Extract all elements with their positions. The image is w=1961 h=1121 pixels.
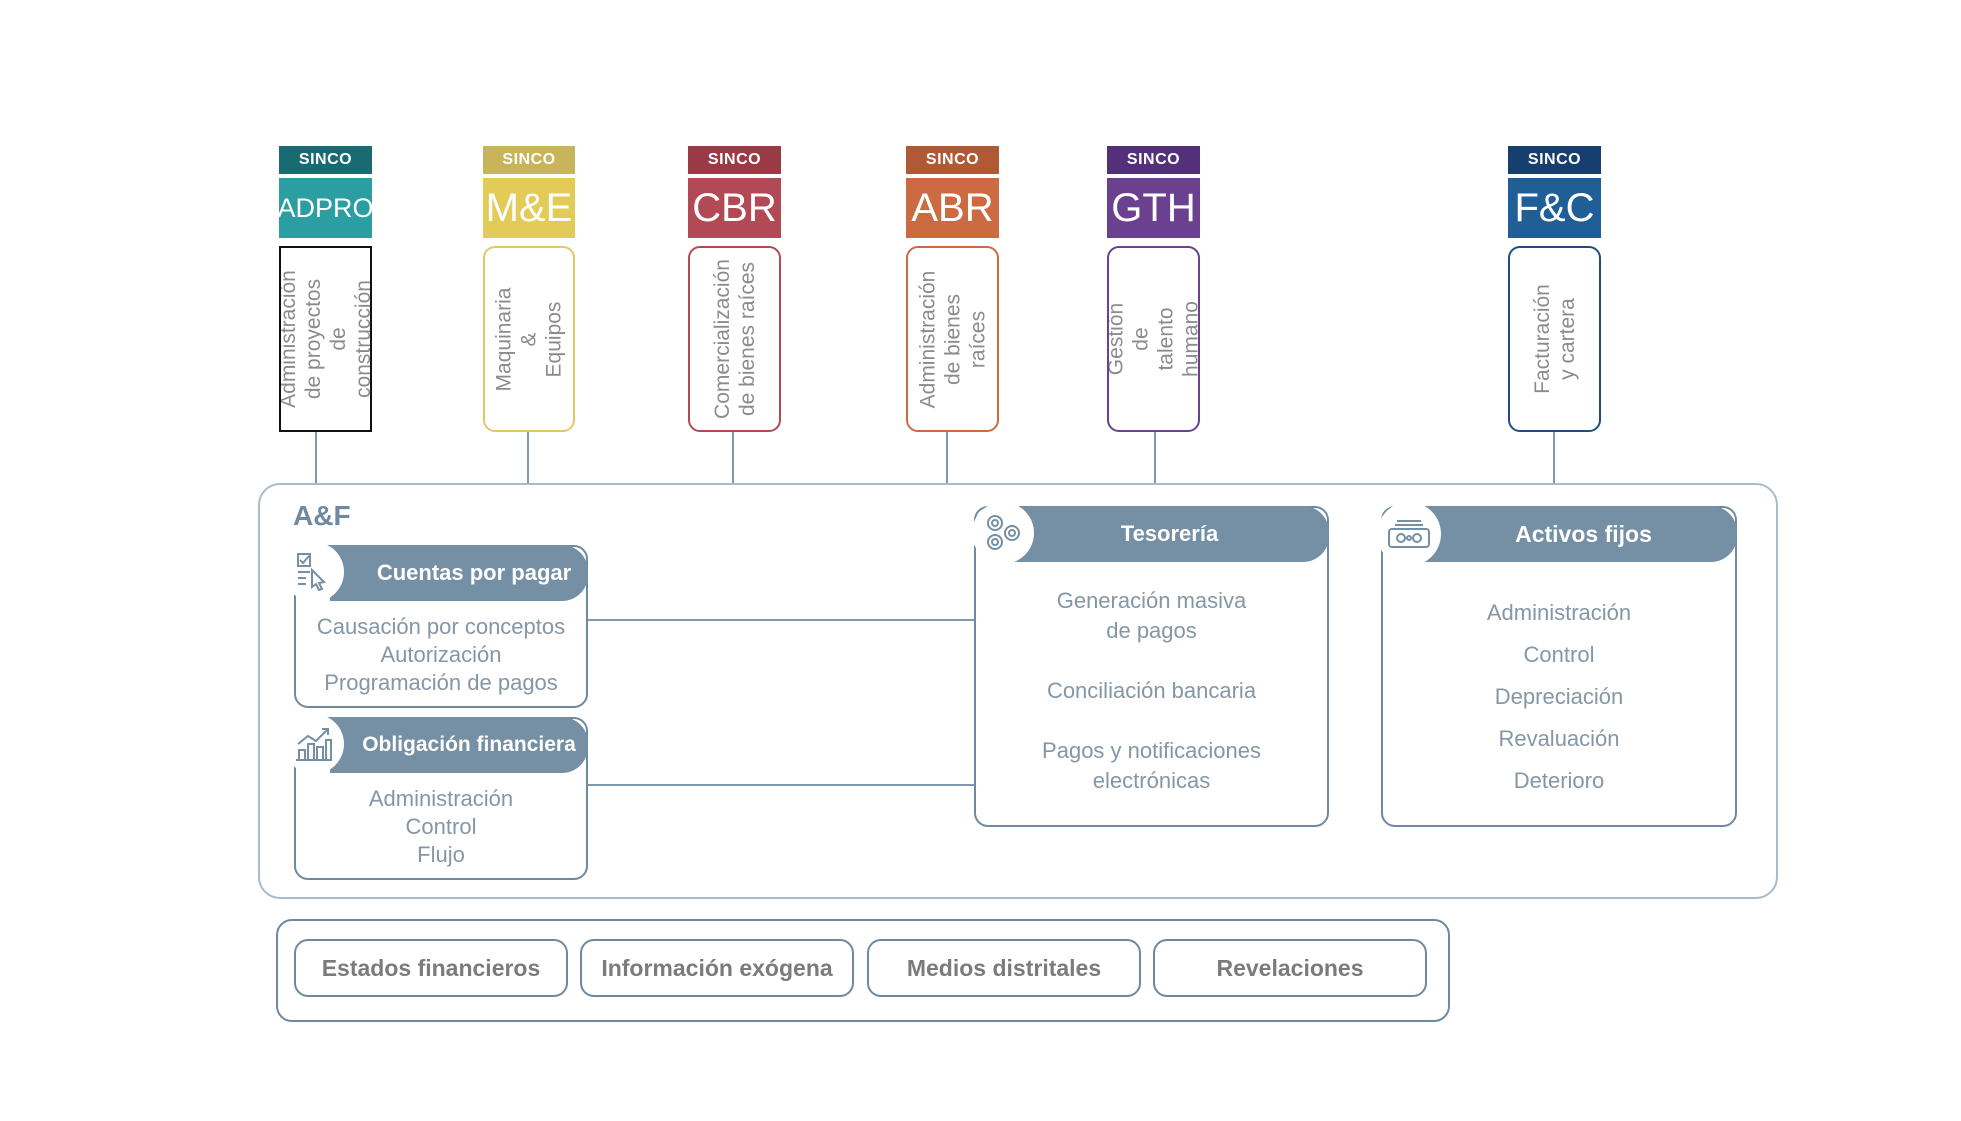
module-fc-brand: SINCO — [1508, 146, 1601, 174]
cuentas-line: Programación de pagos — [324, 670, 558, 695]
activos-line: Deterioro — [1513, 768, 1605, 793]
module-gth-brand: SINCO — [1107, 146, 1200, 174]
activos-line: Depreciación — [1494, 684, 1624, 709]
module-me-brand: SINCO — [483, 146, 575, 174]
tesoreria-line: de pagos — [1106, 618, 1197, 643]
module-gth-description: Gestión de talento humano — [1107, 246, 1200, 432]
connector-obligacion-tesoreria — [586, 784, 976, 786]
module-description-text: Administración de bienes raíces — [916, 270, 990, 408]
cuentas-line: Autorización — [380, 642, 502, 667]
obligacion-title: Obligación financiera — [362, 733, 576, 756]
tesoreria-line: Generación masiva — [1056, 588, 1247, 613]
module-fc-code: F&C — [1508, 178, 1601, 238]
activos-line: Revaluación — [1498, 726, 1620, 751]
connector-cuentas-tesoreria — [586, 619, 976, 621]
cuentas-title: Cuentas por pagar — [376, 560, 572, 585]
tesoreria-title: Tesorería — [1120, 521, 1219, 546]
report-informacion-exogena[interactable]: Información exógena — [580, 939, 854, 997]
cuentas-line: Causación por conceptos — [316, 614, 566, 639]
module-abr-code: ABR — [906, 178, 999, 238]
activos-line: Administración — [1486, 600, 1632, 625]
module-description-text: Administración de proyectos de construcc… — [279, 270, 372, 408]
module-adpro-description: Administración de proyectos de construcc… — [279, 246, 372, 432]
cash-register-icon — [1377, 502, 1441, 566]
cuentas-por-pagar-header: Cuentas por pagar — [330, 545, 588, 601]
tesoreria-header: Tesorería — [1010, 506, 1329, 562]
module-description-text: Maquinaria & Equipos — [492, 287, 566, 391]
module-adpro-code: ADPRO — [277, 178, 374, 238]
report-medios-distritales[interactable]: Medios distritales — [867, 939, 1141, 997]
module-fc-description: Facturación y cartera — [1508, 246, 1601, 432]
activos-line: Control — [1523, 642, 1595, 667]
activos-title: Activos fijos — [1515, 520, 1652, 547]
module-description-text: Comercialización de bienes raíces — [710, 259, 759, 419]
module-adpro-brand: SINCO — [279, 146, 372, 174]
obligacion-line: Administración — [368, 786, 514, 811]
module-gth-code: GTH — [1107, 178, 1200, 238]
bar-chart-growth-icon — [284, 714, 344, 774]
tesoreria-line: Pagos y notificaciones — [1042, 738, 1261, 763]
module-abr-description: Administración de bienes raíces — [906, 246, 999, 432]
module-abr-brand: SINCO — [906, 146, 999, 174]
tesoreria-line: electrónicas — [1092, 768, 1211, 793]
module-cbr-description: Comercialización de bienes raíces — [688, 246, 781, 432]
module-cbr-code: CBR — [688, 178, 781, 238]
module-description-text: Gestión de talento humano — [1107, 301, 1200, 377]
module-description-text: Facturación y cartera — [1530, 284, 1579, 394]
reports-container — [276, 919, 1450, 1022]
module-me-code: M&E — [483, 178, 575, 238]
connector-me — [527, 432, 529, 484]
tesoreria-line: Conciliación bancaria — [1046, 678, 1257, 703]
connector-adpro — [315, 432, 317, 484]
connector-fc — [1553, 432, 1555, 484]
module-cbr-brand: SINCO — [688, 146, 781, 174]
af-title: A&F — [293, 500, 351, 531]
report-estados-financieros[interactable]: Estados financieros — [294, 939, 568, 997]
activos-fijos-header: Activos fijos — [1420, 506, 1737, 562]
coins-icon — [972, 502, 1034, 564]
module-me-description: Maquinaria & Equipos — [483, 246, 575, 432]
connector-cbr — [732, 432, 734, 484]
connector-gth — [1154, 432, 1156, 484]
obligacion-line: Control — [405, 814, 477, 839]
checklist-cursor-icon — [284, 542, 344, 602]
obligacion-financiera-header: Obligación financiera — [330, 717, 588, 773]
af-container — [258, 483, 1778, 899]
connector-abr — [946, 432, 948, 484]
obligacion-line: Flujo — [417, 842, 465, 867]
report-revelaciones[interactable]: Revelaciones — [1153, 939, 1427, 997]
